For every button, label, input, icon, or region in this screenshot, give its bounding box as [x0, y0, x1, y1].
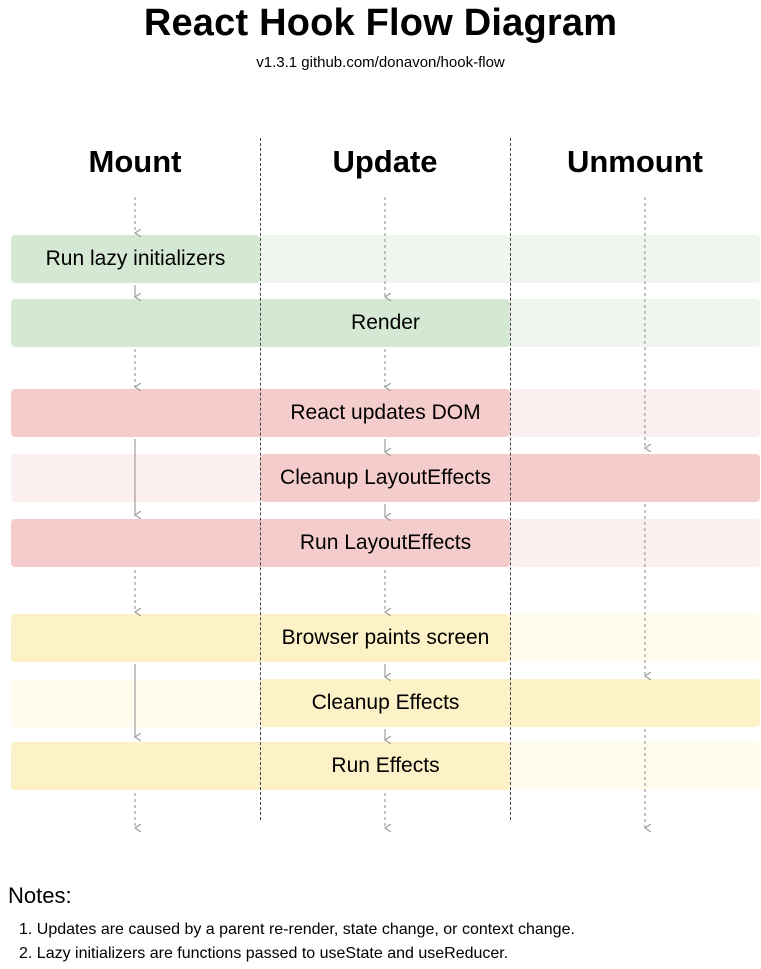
flow-row: Run LayoutEffects: [11, 519, 760, 567]
flow-cell-mount: [11, 742, 260, 790]
flow-step-label: Run lazy initializers: [45, 247, 226, 270]
flow-cell-mount: [11, 235, 260, 283]
flow-cell-update: [260, 614, 510, 662]
column-divider-2: [510, 138, 511, 820]
column-header-mount: Mount: [88, 144, 182, 179]
flow-step-label: Browser paints screen: [281, 626, 490, 649]
diagram-subtitle: v1.3.1 github.com/donavon/hook-flow: [256, 54, 505, 71]
column-header-unmount: Unmount: [566, 144, 704, 179]
note-item: 1. Updates are caused by a parent re-ren…: [19, 921, 575, 938]
flow-cell-unmount: [510, 235, 760, 283]
diagram-title: React Hook Flow Diagram: [143, 2, 618, 44]
flow-step-label: Run LayoutEffects: [299, 531, 472, 554]
flow-cell-mount: [11, 519, 260, 567]
notes-title: Notes:: [8, 883, 72, 908]
flow-row: Browser paints screen: [11, 614, 760, 662]
flow-cell-unmount: [510, 389, 760, 437]
flow-step-label: Cleanup Effects: [311, 691, 460, 714]
flow-step-label: Cleanup LayoutEffects: [280, 466, 491, 489]
flow-cell-unmount: [510, 299, 760, 347]
flow-step-label: Render: [351, 311, 420, 334]
notes-list: 1. Updates are caused by a parent re-ren…: [19, 920, 575, 968]
flow-cell-unmount: [510, 679, 760, 727]
flow-cell-update: [260, 679, 510, 727]
flow-cell-update: [260, 389, 510, 437]
flow-row: React updates DOM: [11, 389, 760, 437]
flow-row: Render: [11, 299, 760, 347]
flow-cell-mount: [11, 389, 260, 437]
flow-step-label: React updates DOM: [290, 401, 481, 424]
flow-cell-update: [260, 454, 510, 502]
flow-cell-unmount: [510, 519, 760, 567]
flow-cell-mount: [11, 299, 260, 347]
flow-step-label: Run Effects: [331, 754, 440, 777]
flow-cell-update: [260, 519, 510, 567]
flow-cell-unmount: [510, 454, 760, 502]
column-divider-1: [260, 138, 261, 820]
column-header-update: Update: [332, 144, 438, 179]
flow-cell-update: [260, 742, 510, 790]
flow-cell-unmount: [510, 614, 760, 662]
flow-cell-unmount: [510, 742, 760, 790]
flow-row: Run Effects: [11, 742, 760, 790]
note-item: 2. Lazy initializers are functions passe…: [19, 945, 509, 962]
flow-cell-mount: [11, 614, 260, 662]
flow-cell-update: [260, 299, 510, 347]
